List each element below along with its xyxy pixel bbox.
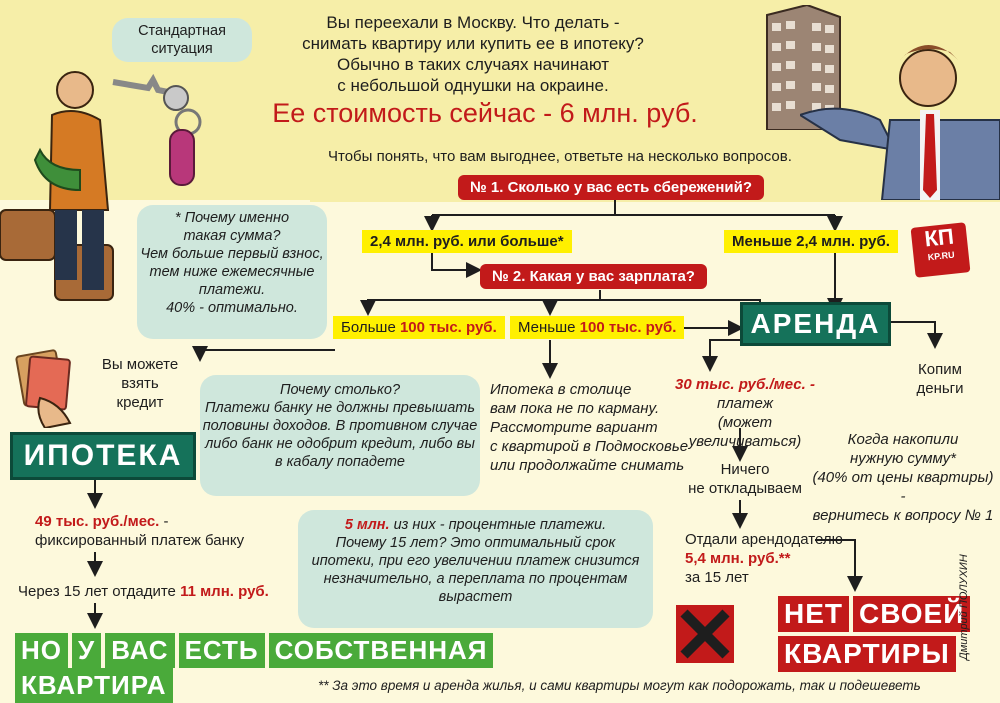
note-line: платежи.	[198, 282, 266, 298]
standard-situation-text: Стандартная ситуация	[138, 23, 226, 57]
rent-paid-prefix: Отдали арендодателю	[685, 531, 843, 548]
question-2-box: № 2. Какая у вас зарплата?	[480, 264, 707, 289]
interest-note: 5 млн. из них - процентные платежи. Поче…	[298, 510, 653, 628]
not-affordable-line: или продолжайте снимать	[490, 457, 685, 474]
businessman-illustration	[800, 45, 1000, 200]
answer-q2-more: Больше 100 тыс. руб.	[333, 316, 505, 339]
note-line: половины доходов. В противном случае	[202, 418, 478, 434]
mortgage-total-value: 11 млн. руб.	[180, 583, 269, 600]
interest-value: 5 млн.	[344, 517, 390, 533]
rent-paid-value: 5,4 млн. руб.**	[685, 550, 791, 567]
answer-q1-less: Меньше 2,4 млн. руб.	[724, 230, 898, 253]
not-affordable-line: с квартирой в Подмосковье	[490, 438, 689, 455]
no-savings: Ничего не откладываем	[675, 460, 815, 498]
intro-text: Вы переехали в Москву. Что делать - сним…	[248, 12, 698, 96]
key-icon	[112, 73, 202, 186]
rent-payment-value: 30 тыс. руб./мес. -	[675, 376, 815, 393]
save-line: Копим	[918, 361, 962, 378]
mortgage-total-prefix: Через 15 лет отдадите	[18, 583, 181, 600]
note-line: Чем больше первый взнос,	[140, 246, 324, 262]
credit-line: взять	[121, 375, 159, 392]
rent-paid-suffix: за 15 лет	[685, 569, 749, 586]
note-line: в кабалу попадете	[274, 454, 405, 470]
answer-q2-more-prefix: Больше	[341, 319, 400, 336]
rent-payment-desc: платеж	[716, 395, 774, 412]
save-money: Копим деньги	[905, 360, 975, 398]
return-line: (40% от цены квартиры) -	[812, 469, 994, 505]
answer-q2-less: Меньше 100 тыс. руб.	[510, 316, 685, 339]
not-affordable-line: Ипотека в столице	[490, 381, 632, 398]
intro-line: Вы переехали в Москву. Что делать -	[326, 13, 620, 32]
traveller-illustration	[0, 71, 114, 301]
credit-line: кредит	[116, 394, 164, 411]
result-word: НЕТ	[778, 596, 849, 632]
mortgage-monthly-value: 49 тыс. руб./мес.	[35, 513, 160, 530]
note-line: тем ниже ежемесячные	[149, 264, 315, 280]
note-line: либо банк не одобрит кредит, либо вы	[205, 436, 475, 452]
mortgage-not-affordable: Ипотека в столице вам пока не по карману…	[490, 380, 690, 475]
note-line: такая сумма?	[183, 228, 281, 244]
note-line: из них - процентные платежи.	[393, 517, 607, 533]
questions-prompt: Чтобы понять, что вам выгоднее, ответьте…	[328, 148, 792, 165]
mortgage-total: Через 15 лет отдадите 11 млн. руб.	[18, 582, 288, 601]
note-line: вырастет	[438, 589, 513, 605]
result-word: КВАРТИРЫ	[778, 636, 956, 672]
return-line: вернитесь к вопросу № 1	[812, 507, 994, 524]
intro-line: с небольшой однушки на окраине.	[337, 76, 609, 95]
no-savings-line: Ничего	[720, 461, 770, 478]
footnote: ** За это время и аренда жилья, и сами к…	[318, 678, 921, 693]
can-take-credit: Вы можете взять кредит	[100, 355, 180, 412]
note-line: 40% - оптимально.	[166, 300, 298, 316]
note-line: незначительно, а переплата по процентам	[323, 571, 628, 587]
not-affordable-line: вам пока не по карману.	[490, 400, 660, 417]
money-hand-illustration	[15, 349, 72, 428]
intro-line: Обычно в таких случаях начинают	[336, 55, 610, 74]
note-line: Почему столько?	[279, 382, 401, 398]
result-word: ВАС	[105, 633, 175, 668]
answer-q2-more-value: 100 тыс. руб.	[399, 319, 497, 336]
note-line: * Почему именно	[174, 210, 290, 226]
author-credit: Дмитрий ПОЛУХИН	[958, 554, 970, 660]
no-savings-line: не откладываем	[688, 480, 802, 497]
rent-payment: 30 тыс. руб./мес. - платеж (может увелич…	[660, 375, 830, 451]
rent-payment-desc: (может увеличиваться)	[688, 414, 802, 450]
result-word: СВОЕЙ	[853, 596, 971, 632]
result-word: КВАРТИРА	[15, 668, 173, 703]
result-word: У	[72, 633, 102, 668]
why-so-much-note: Почему столько? Платежи банку не должны …	[200, 375, 480, 496]
price-headline: Ее стоимость сейчас - 6 млн. руб.	[272, 98, 698, 128]
cross-icon	[676, 605, 734, 663]
rent-total-paid: Отдали арендодателю 5,4 млн. руб.** за 1…	[685, 530, 855, 587]
result-word: СОБСТВЕННАЯ	[268, 633, 494, 668]
note-line: Платежи банку не должны превышать	[205, 400, 475, 416]
answer-q2-less-prefix: Меньше	[518, 319, 580, 336]
mortgage-monthly-suffix: -	[159, 513, 169, 530]
mortgage-monthly: 49 тыс. руб./мес. - фиксированный платеж…	[35, 512, 275, 550]
mortgage-monthly-desc: фиксированный платеж банку	[35, 532, 245, 549]
answer-q1-enough: 2,4 млн. руб. или больше*	[362, 230, 572, 253]
apartment-building-illustration	[766, 5, 841, 130]
note-line: Почему 15 лет? Это оптимальный срок	[335, 535, 616, 551]
answer-q2-less-value: 100 тыс. руб.	[579, 319, 677, 336]
standard-situation-bubble: Стандартная ситуация	[112, 18, 252, 62]
save-line: деньги	[916, 380, 964, 397]
credit-line: Вы можете	[101, 356, 179, 373]
rent-label: АРЕНДА	[740, 302, 891, 346]
mortgage-label: ИПОТЕКА	[10, 432, 196, 480]
result-word: ЕСТЬ	[178, 633, 265, 668]
not-affordable-line: Рассмотрите вариант	[490, 419, 658, 436]
return-to-question: Когда накопили нужную сумму* (40% от цен…	[808, 430, 998, 525]
return-line: нужную сумму*	[849, 450, 956, 467]
question-1-box: № 1. Сколько у вас есть сбережений?	[458, 175, 764, 200]
why-sum-note: * Почему именно такая сумма? Чем больше …	[137, 205, 327, 339]
result-word: НО	[15, 633, 68, 668]
return-line: Когда накопили	[847, 431, 959, 448]
note-line: ипотеки, при его увеличении платеж снизи…	[311, 553, 640, 569]
kp-logo: КП KP.RU	[910, 222, 971, 278]
intro-line: снимать квартиру или купить ее в ипотеку…	[302, 34, 644, 53]
